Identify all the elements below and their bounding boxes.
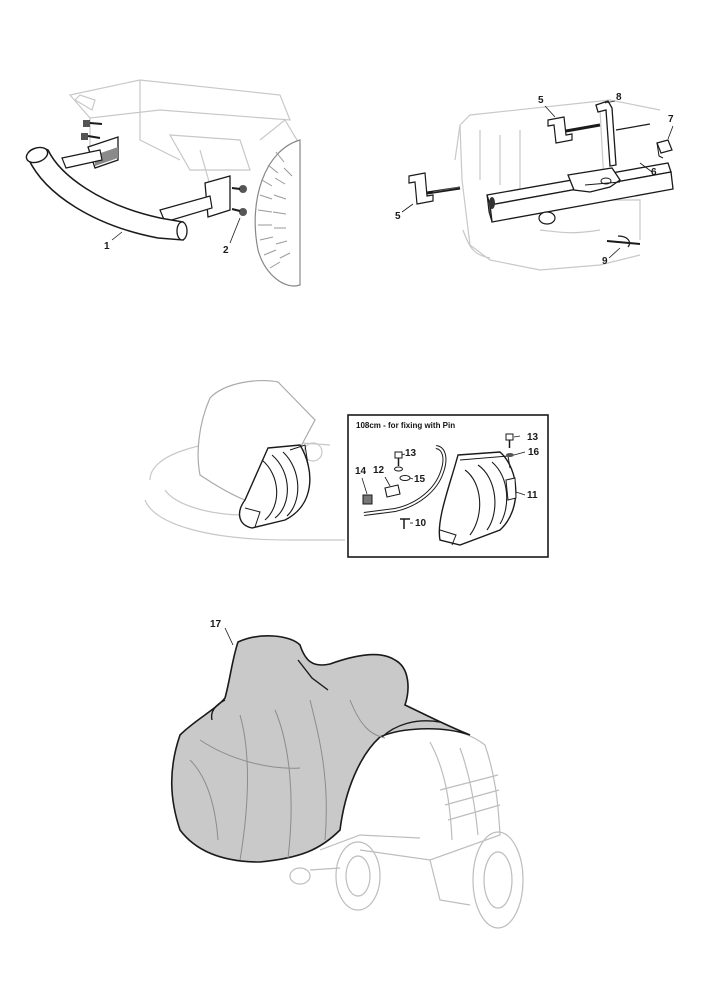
- tow-hitch-panel: [401, 99, 674, 271]
- inset-title: 108cm - for fixing with Pin: [356, 421, 456, 430]
- nut-icon: [231, 208, 247, 216]
- callout-12: 12: [373, 465, 385, 476]
- callout-6: 6: [651, 167, 657, 178]
- callout-7: 7: [668, 114, 674, 125]
- bracket-12: [384, 484, 401, 498]
- ghost-rear-frame: [454, 99, 661, 271]
- nut-icon: [506, 453, 514, 457]
- deflector-right-half: [438, 451, 517, 546]
- deflector-rod: [363, 445, 447, 516]
- callout-5-left: 5: [395, 211, 401, 222]
- hitch-pin: [595, 100, 617, 167]
- ghost-tractor: [289, 725, 524, 929]
- hitch-bar: [486, 162, 674, 223]
- hitch-plate: [567, 167, 621, 193]
- deflector-panel: [144, 379, 549, 558]
- u-clamp: [408, 172, 461, 205]
- callout-13-left: 13: [405, 448, 417, 459]
- callout-16: 16: [528, 447, 540, 458]
- callout-10: 10: [415, 518, 427, 529]
- washer-icon: [399, 475, 411, 481]
- u-clamp: [547, 116, 601, 144]
- callout-5-top: 5: [538, 95, 544, 106]
- cover-panel: [170, 627, 524, 929]
- bolt-icon: [83, 120, 103, 127]
- callout-14: 14: [355, 466, 367, 477]
- bumper-assembly-panel: [25, 79, 301, 287]
- callout-15: 15: [414, 474, 426, 485]
- callout-13-right: 13: [527, 432, 539, 443]
- callout-8: 8: [616, 92, 622, 103]
- callout-9: 9: [602, 256, 608, 267]
- screw-icon: [394, 451, 403, 472]
- pin-clip: [362, 494, 373, 505]
- nut-icon: [231, 185, 247, 193]
- nut-icon: [538, 211, 556, 225]
- callout-17: 17: [210, 619, 222, 630]
- front-tyre: [254, 139, 301, 287]
- callout-1: 1: [104, 241, 110, 252]
- screw-icon: [505, 433, 514, 448]
- bolt-icon: [400, 518, 410, 529]
- bolt-icon: [81, 133, 101, 140]
- callout-11: 11: [527, 490, 538, 501]
- lynch-pin: [606, 235, 641, 248]
- nut-icon: [656, 139, 673, 159]
- rear-deflector: [238, 444, 311, 529]
- callout-2: 2: [223, 245, 229, 256]
